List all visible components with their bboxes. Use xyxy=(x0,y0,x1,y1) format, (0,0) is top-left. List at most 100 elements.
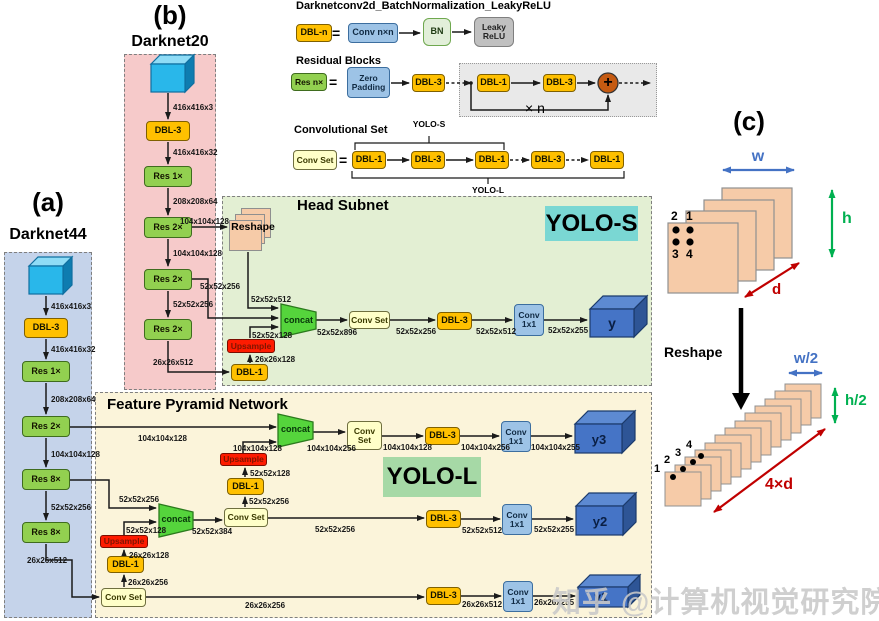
dim-label: 104x104x128 xyxy=(138,434,187,443)
residual-legend-title: Residual Blocks xyxy=(296,55,381,67)
slice-num: 1 xyxy=(654,463,661,475)
cs-dbl1-box: DBL-1 xyxy=(352,151,386,169)
dim-label: 104x104x128 xyxy=(180,217,229,226)
yolo-s-bracket-label: YOLO-S xyxy=(412,119,446,129)
conv-1x1-box: Conv 1x1 xyxy=(501,421,531,452)
dim-label: 104x104x256 xyxy=(461,443,510,452)
y3-cube xyxy=(573,409,637,455)
dim-label: 26x26x512 xyxy=(153,358,194,367)
depth-label: d xyxy=(772,281,782,298)
dim-label: 26x26x512 xyxy=(27,556,68,565)
dim-label: 104x104x255 xyxy=(531,443,580,452)
dim-label: 416x416x3 xyxy=(51,302,92,311)
reshape-big-arrow xyxy=(732,308,750,410)
dbl1-box: DBL-1 xyxy=(227,478,264,495)
y1-output-label: y1 xyxy=(594,590,608,604)
dim-label: 416x416x3 xyxy=(173,103,214,112)
concat-label: concat xyxy=(280,424,310,434)
dbl3-box: DBL-3 xyxy=(24,318,68,338)
panel-b-tag: (b) xyxy=(153,0,187,30)
reshape-arrow-label: Reshape xyxy=(664,344,723,360)
cs-dbl3-box: DBL-3 xyxy=(531,151,565,169)
dbl-legend-title: Darknetconv2d_BatchNormalization_LeakyRe… xyxy=(296,0,551,12)
width-label: w xyxy=(751,148,765,165)
dim-label: 104x104x128 xyxy=(173,249,222,258)
dim-label: 52x52x256 xyxy=(396,327,437,336)
dbl3-box: DBL-3 xyxy=(437,312,472,330)
dim-label: 26x26x255 xyxy=(534,598,575,607)
y-output-label: y xyxy=(608,315,616,331)
reshape-stack-front xyxy=(229,220,262,251)
dim-label: 416x416x32 xyxy=(173,148,218,157)
equals-sign: = xyxy=(332,25,341,41)
fpn-title: Feature Pyramid Network xyxy=(107,396,288,413)
dim-label: 52x52x256 xyxy=(173,300,214,309)
pixel-dots xyxy=(672,226,694,246)
dbl3-box: DBL-3 xyxy=(426,510,461,528)
dim-label: 52x52x256 xyxy=(51,503,92,512)
conv-1x1-box: Conv 1x1 xyxy=(514,304,544,336)
y1-cube xyxy=(576,573,642,609)
res-block-box: Res 8× xyxy=(22,469,70,490)
dim-label: 26x26x256 xyxy=(245,601,286,610)
cs-dbl1-box: DBL-1 xyxy=(590,151,624,169)
res-inner-dbl1-box: DBL-1 xyxy=(477,74,510,92)
concat-label: concat xyxy=(161,514,191,524)
res-block-box: Res 1× xyxy=(22,361,70,382)
brackets xyxy=(351,136,625,184)
res-block-box: Res 2× xyxy=(144,319,192,340)
res-inner-dbl3-box: DBL-3 xyxy=(543,74,576,92)
dim-label: 26x26x128 xyxy=(129,551,170,560)
dbl-n-box: DBL-n xyxy=(296,24,332,42)
quadrant-num: 1 xyxy=(686,209,693,223)
slice-num: 2 xyxy=(664,454,671,466)
dim-label: 52x52x256 xyxy=(200,282,241,291)
input-cube-darknet20 xyxy=(149,53,196,94)
conv-set-box: Conv Set xyxy=(101,588,146,607)
conv-1x1-box: Conv 1x1 xyxy=(502,504,532,535)
dim-label: 104x104x128 xyxy=(233,444,282,453)
residual-add-circle xyxy=(597,72,619,94)
res-block-box: Res 2× xyxy=(144,269,192,290)
darknet20-title: Darknet20 xyxy=(131,33,209,50)
quadrant-num: 2 xyxy=(671,209,678,223)
slice-num: 4 xyxy=(686,439,693,451)
panel-c-tag: (c) xyxy=(733,106,765,136)
reshaped-dots xyxy=(670,453,704,480)
dim-label: 52x52x128 xyxy=(250,469,291,478)
height-label: h xyxy=(842,210,852,227)
watermark: 知乎 @计算机视觉研究院 xyxy=(552,587,879,619)
times-n-label: × n xyxy=(525,100,545,116)
dim-label: 416x416x32 xyxy=(51,345,96,354)
dim-label: 52x52x128 xyxy=(126,526,167,535)
half-height-label: h/2 xyxy=(845,392,867,409)
feature-map-stack xyxy=(667,187,793,294)
dim-label: 26x26x512 xyxy=(462,600,503,609)
conv-set-box: Conv Set xyxy=(224,508,268,527)
yolo-l-tag: YOLO-L xyxy=(383,457,481,497)
y2-output-label: y2 xyxy=(592,513,608,529)
dim-label: 52x52x256 xyxy=(315,525,356,534)
dim-label: 208x208x64 xyxy=(173,197,218,206)
four-d-label: 4×d xyxy=(765,476,794,493)
dim-label: 26x26x128 xyxy=(255,355,296,364)
upsample-box: Upsample xyxy=(100,535,148,548)
upsample-box: Upsample xyxy=(227,339,275,353)
y3-output-label: y3 xyxy=(591,431,607,447)
panel-a-tag: (a) xyxy=(32,187,64,217)
cs-dbl1-box: DBL-1 xyxy=(475,151,509,169)
yolo-s-tag: YOLO-S xyxy=(545,206,638,241)
yolo-l-bracket-label: YOLO-L xyxy=(471,185,505,195)
leaky-relu-box: Leaky ReLU xyxy=(474,17,514,47)
y-cube-head xyxy=(588,294,649,339)
quadrant-num: 4 xyxy=(686,247,693,261)
dbl3-box: DBL-3 xyxy=(425,427,460,445)
dim-label: 208x208x64 xyxy=(51,395,96,404)
dim-label: 104x104x128 xyxy=(51,450,100,459)
res-dbl3-box: DBL-3 xyxy=(412,74,445,92)
convset-legend-title: Convolutional Set xyxy=(294,124,388,136)
black-arrows xyxy=(43,29,651,600)
dimension-arrows xyxy=(713,166,839,513)
dim-label: 52x52x512 xyxy=(476,327,517,336)
